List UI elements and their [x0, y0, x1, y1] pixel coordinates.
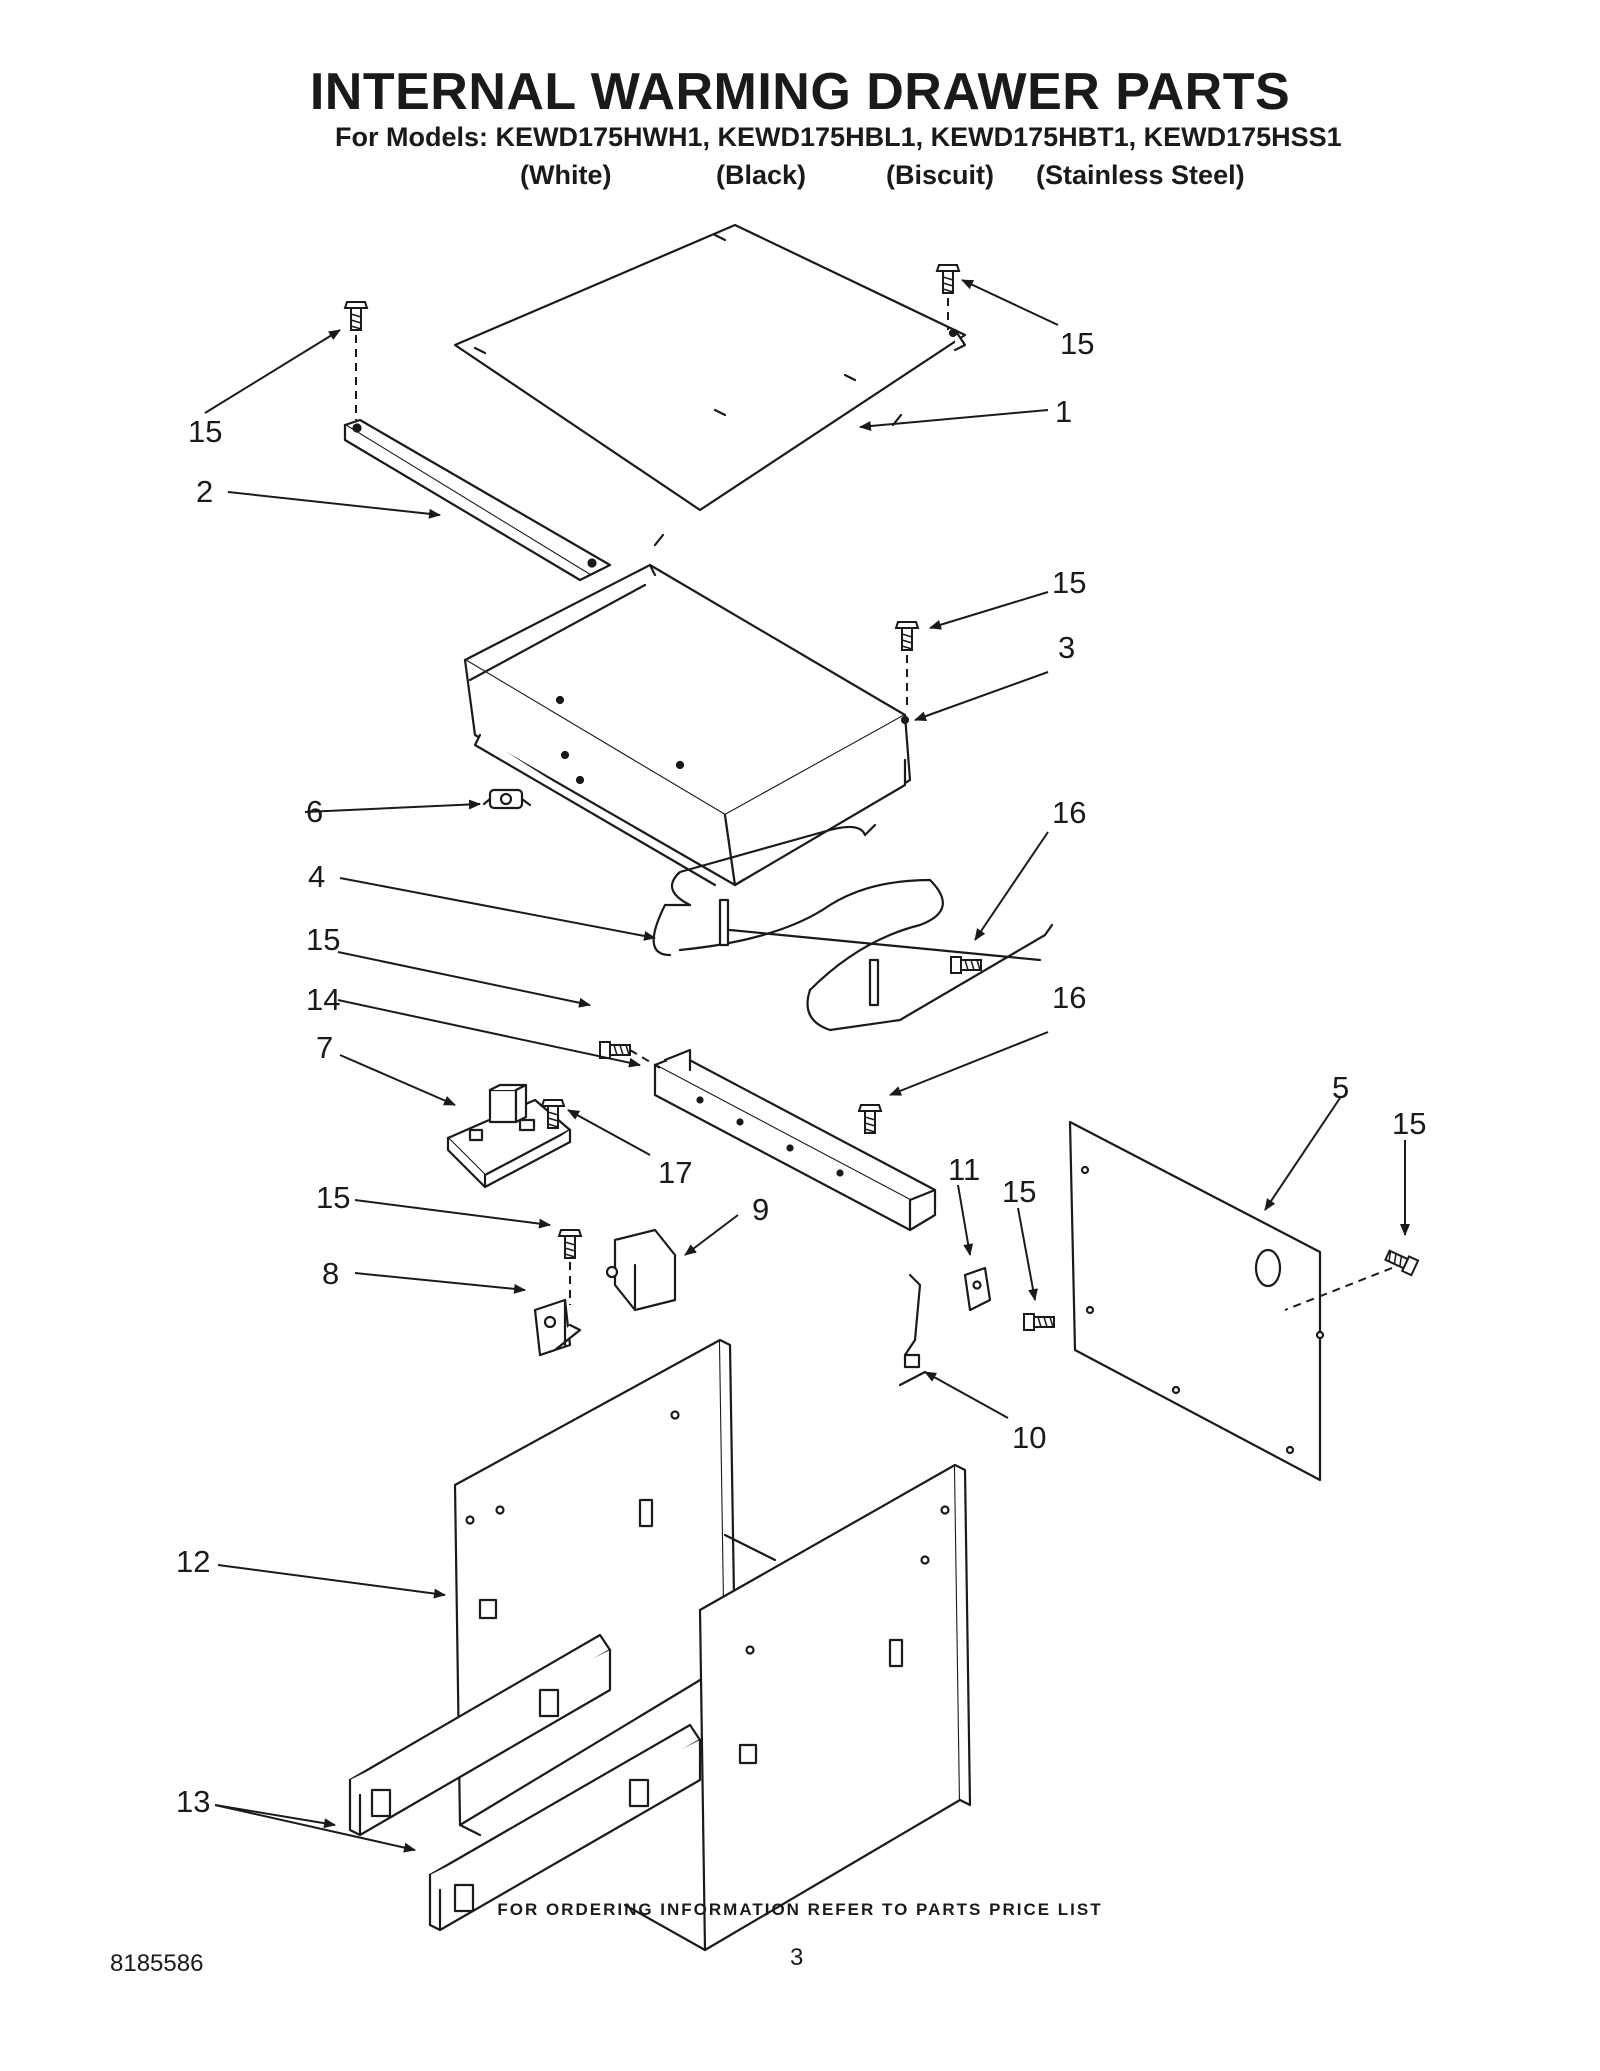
part-top-cover-plate: [453, 223, 967, 547]
callout-14: 14: [306, 982, 340, 1017]
document-number: 8185586: [110, 1950, 204, 1977]
callout-9: 9: [752, 1192, 769, 1227]
variant-biscuit: (Biscuit): [886, 160, 994, 190]
callout-15c: 15: [1052, 565, 1086, 600]
callout-15d: 15: [306, 922, 340, 957]
part-switch-bracket: [533, 1298, 582, 1357]
screw-tray-right: [895, 621, 919, 651]
page-title: INTERNAL WARMING DRAWER PARTS: [309, 63, 1291, 121]
callout-4: 4: [308, 859, 325, 894]
part-thermostat: [482, 788, 532, 810]
callout-15g: 15: [316, 1180, 350, 1215]
screw-element-lower: [858, 1104, 882, 1134]
callout-16b: 16: [1052, 980, 1086, 1015]
callout-12: 12: [176, 1544, 210, 1579]
part-side-panel: [1068, 1120, 1325, 1482]
models-line: For Models: KEWD175HWH1, KEWD175HBL1, KE…: [335, 122, 1342, 152]
screw-top-right: [936, 264, 960, 294]
part-interlock-switch: [605, 1228, 677, 1312]
variant-stainless-steel: (Stainless Steel): [1036, 160, 1245, 190]
screw-wire-clip: [1023, 1313, 1055, 1331]
ordering-note: FOR ORDERING INFORMATION REFER TO PARTS …: [497, 1900, 1103, 1919]
callout-17: 17: [658, 1155, 692, 1190]
callout-6: 6: [306, 794, 323, 829]
callout-labels: 15 15 1 2 15 3 6 16 4 15 14 16 7 5 15 17…: [176, 326, 1426, 1819]
part-rear-bracket: [343, 418, 612, 582]
screw-element-upper: [950, 956, 982, 974]
callout-5: 5: [1332, 1070, 1349, 1105]
part-control-board: [446, 1083, 572, 1189]
callout-1: 1: [1055, 394, 1072, 429]
callout-15f: 15: [1002, 1174, 1036, 1209]
callout-11: 11: [948, 1152, 980, 1187]
callout-16a: 16: [1052, 795, 1086, 830]
callout-15a: 15: [188, 414, 222, 449]
callout-15b: 15: [1060, 326, 1094, 361]
callout-10: 10: [1012, 1420, 1046, 1455]
callout-13: 13: [176, 1784, 210, 1819]
callout-7: 7: [316, 1030, 333, 1065]
variant-white: (White): [520, 160, 612, 190]
screw-switch-bracket: [558, 1229, 582, 1259]
part-wire-clip: [963, 1266, 992, 1312]
callout-8: 8: [322, 1256, 339, 1291]
part-element-bracket: [653, 1048, 937, 1232]
screw-element-bracket: [599, 1041, 631, 1059]
screw-side-panel: [1383, 1246, 1420, 1277]
variant-black: (Black): [716, 160, 807, 190]
alignment-lines: [355, 298, 1393, 1311]
page-number: 3: [790, 1944, 804, 1971]
part-wire-harness: [898, 1273, 927, 1387]
callout-3: 3: [1058, 630, 1075, 665]
screw-rear-left: [344, 301, 368, 331]
callout-15e: 15: [1392, 1106, 1426, 1141]
part-drawer-tray: [463, 563, 912, 887]
part-drawer-slides: [348, 1633, 702, 1932]
leader-lines: [204, 279, 1410, 1853]
callout-2: 2: [196, 474, 213, 509]
